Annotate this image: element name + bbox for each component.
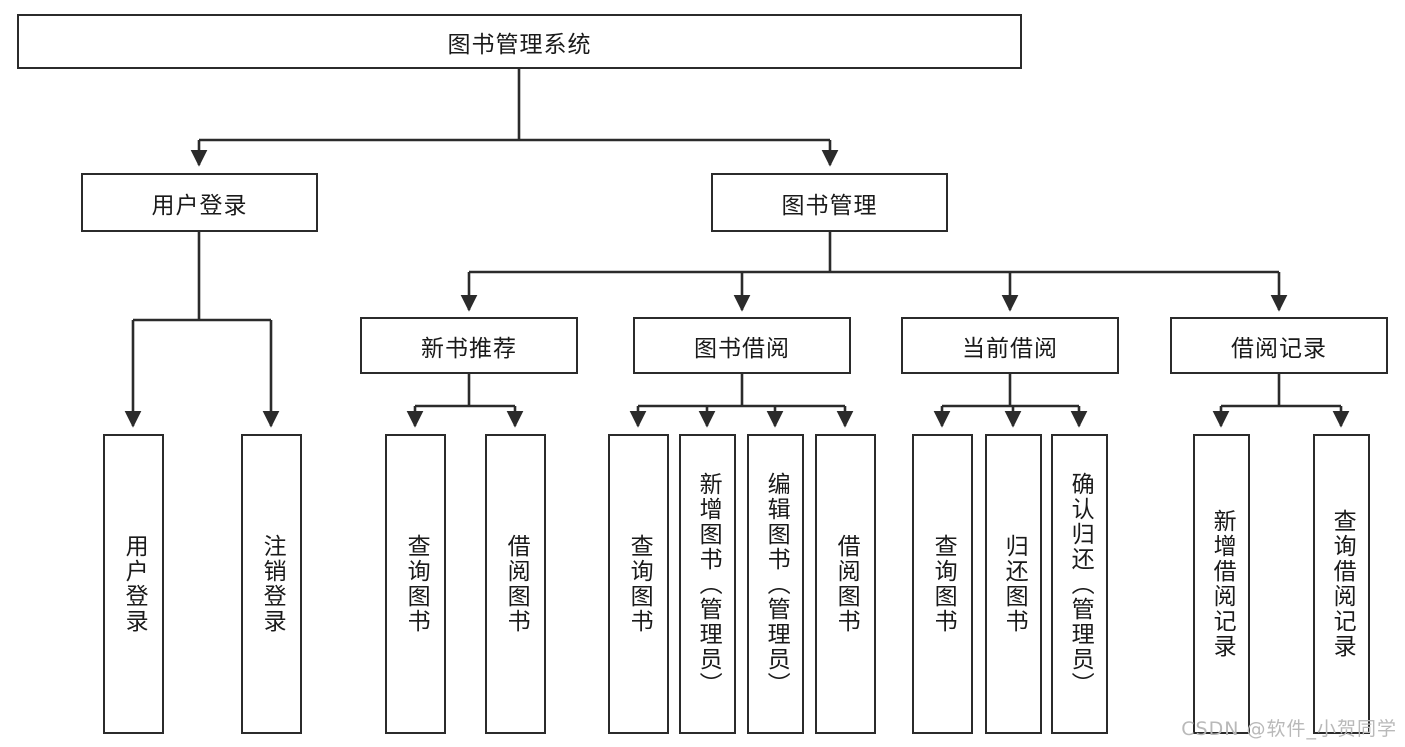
node-label: 用户登录 (121, 534, 148, 634)
node-root-system[interactable]: 图书管理系统 (17, 14, 1022, 69)
node-label: 借阅记录 (1231, 335, 1327, 362)
node-label: 查询图书 (626, 534, 653, 634)
node-leaf-query-book-recommend[interactable]: 查询图书 (385, 434, 446, 734)
node-leaf-user-login[interactable]: 用户登录 (103, 434, 164, 734)
node-book-management[interactable]: 图书管理 (711, 173, 948, 232)
node-leaf-query-borrow-record[interactable]: 查询借阅记录 (1313, 434, 1370, 734)
node-borrow-records[interactable]: 借阅记录 (1170, 317, 1388, 374)
node-label: 新增图书（管理员） (695, 471, 722, 697)
node-leaf-borrow-book[interactable]: 借阅图书 (815, 434, 876, 734)
node-label: 图书管理系统 (447, 31, 592, 58)
node-leaf-add-book-admin[interactable]: 新增图书（管理员） (679, 434, 736, 734)
node-leaf-query-book-current[interactable]: 查询图书 (912, 434, 973, 734)
node-leaf-query-book-borrow[interactable]: 查询图书 (608, 434, 669, 734)
node-leaf-logout[interactable]: 注销登录 (241, 434, 302, 734)
node-label: 查询图书 (403, 534, 430, 634)
node-label: 查询图书 (930, 534, 957, 634)
node-label: 新书推荐 (421, 335, 517, 362)
node-leaf-confirm-return-admin[interactable]: 确认归还（管理员） (1051, 434, 1108, 734)
node-current-borrow[interactable]: 当前借阅 (901, 317, 1119, 374)
node-label: 注销登录 (259, 534, 286, 634)
node-label: 新增借阅记录 (1209, 509, 1236, 659)
node-label: 借阅图书 (503, 534, 530, 634)
node-label: 当前借阅 (962, 335, 1058, 362)
node-label: 图书借阅 (694, 335, 790, 362)
node-user-login[interactable]: 用户登录 (81, 173, 318, 232)
node-leaf-add-borrow-record[interactable]: 新增借阅记录 (1193, 434, 1250, 734)
node-leaf-borrow-book-recommend[interactable]: 借阅图书 (485, 434, 546, 734)
node-leaf-edit-book-admin[interactable]: 编辑图书（管理员） (747, 434, 804, 734)
node-label: 用户登录 (151, 192, 248, 219)
watermark-text: CSDN @软件_小贺同学 (1181, 718, 1397, 740)
node-label: 借阅图书 (833, 534, 860, 634)
node-label: 归还图书 (1001, 534, 1028, 634)
node-label: 查询借阅记录 (1329, 509, 1356, 659)
node-leaf-return-book[interactable]: 归还图书 (985, 434, 1042, 734)
node-label: 图书管理 (781, 192, 878, 219)
node-book-borrow[interactable]: 图书借阅 (633, 317, 851, 374)
node-label: 编辑图书（管理员） (763, 471, 790, 697)
node-label: 确认归还（管理员） (1067, 471, 1094, 697)
node-new-book-recommend[interactable]: 新书推荐 (360, 317, 578, 374)
